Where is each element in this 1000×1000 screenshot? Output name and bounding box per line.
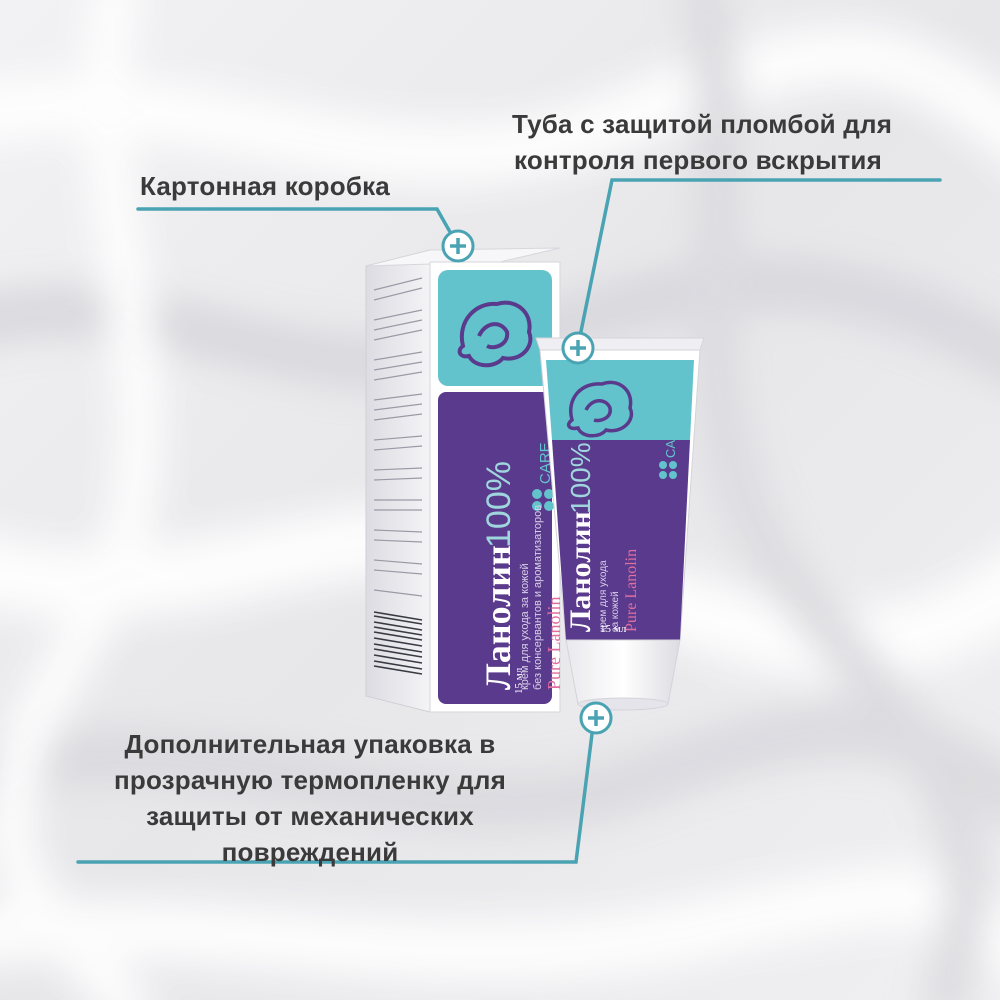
- film-callout-line-2: прозрачную термопленку для: [113, 765, 507, 795]
- tube-product-percent: 100%: [565, 442, 596, 514]
- box-volume: 15 мл: [513, 667, 525, 694]
- tube-purple-panel: [552, 440, 690, 640]
- tube-callout-line-2: контроля первого вскрытия: [514, 145, 882, 175]
- tube-volume: 15 мл: [600, 623, 627, 635]
- film-callout: Дополнительная упаковка в прозрачную тер…: [50, 726, 570, 870]
- tube-desc-line1: крем для ухода: [598, 560, 609, 632]
- tube-desc-line2: за кожей: [610, 591, 621, 632]
- care-clover-icon: [532, 489, 554, 511]
- film-callout-line-1: Дополнительная упаковка в: [124, 729, 496, 759]
- tube-subtitle: Pure Lanolin: [623, 549, 640, 632]
- box-side-text: [373, 277, 423, 597]
- baby-mother-logo-icon: [566, 380, 634, 438]
- box-product-name: Ланолин: [478, 545, 518, 690]
- tube-brand: CARE: [659, 422, 678, 479]
- box-purple-panel: [438, 392, 552, 704]
- plus-icon: [579, 701, 613, 735]
- film-callout-line-4: повреждений: [221, 837, 399, 867]
- film-callout-line-3: защиты от механических: [146, 801, 474, 831]
- care-clover-icon: [659, 461, 677, 479]
- tube: CARE Ланолин 100% крем для ухода за коже…: [535, 337, 705, 711]
- tube-callout-line-1: Туба с защитой пломбой для: [512, 109, 893, 139]
- cardboard-box: CARE Ланолин 100% крем для ухода за коже…: [365, 247, 564, 713]
- barcode-icon: [373, 611, 423, 675]
- plus-icon: [561, 331, 595, 365]
- box-subtitle: Pure Lanolin: [544, 597, 564, 690]
- tube-callout: Туба с защитой пломбой для контроля перв…: [512, 106, 892, 178]
- box-product-percent: 100%: [480, 461, 518, 548]
- baby-mother-logo-icon: [457, 300, 533, 368]
- tube-product-name: Ланолин: [564, 511, 597, 632]
- box-brand: CARE: [532, 442, 554, 511]
- tube-teal-panel: [546, 360, 694, 440]
- tube-cap: [565, 639, 681, 705]
- box-callout-line-1: Картонная коробка: [140, 171, 390, 201]
- tube-callout-line: [576, 178, 942, 348]
- box-callout: Картонная коробка: [140, 168, 390, 204]
- film-callout-line: [76, 716, 596, 864]
- plus-icon: [441, 229, 475, 263]
- box-desc-line2: без консервантов и ароматизаторов: [532, 505, 544, 690]
- tube-brand-label: CARE: [663, 422, 678, 458]
- box-teal-panel: [438, 270, 552, 386]
- box-desc-line1: крем для ухода за кожей: [519, 563, 531, 690]
